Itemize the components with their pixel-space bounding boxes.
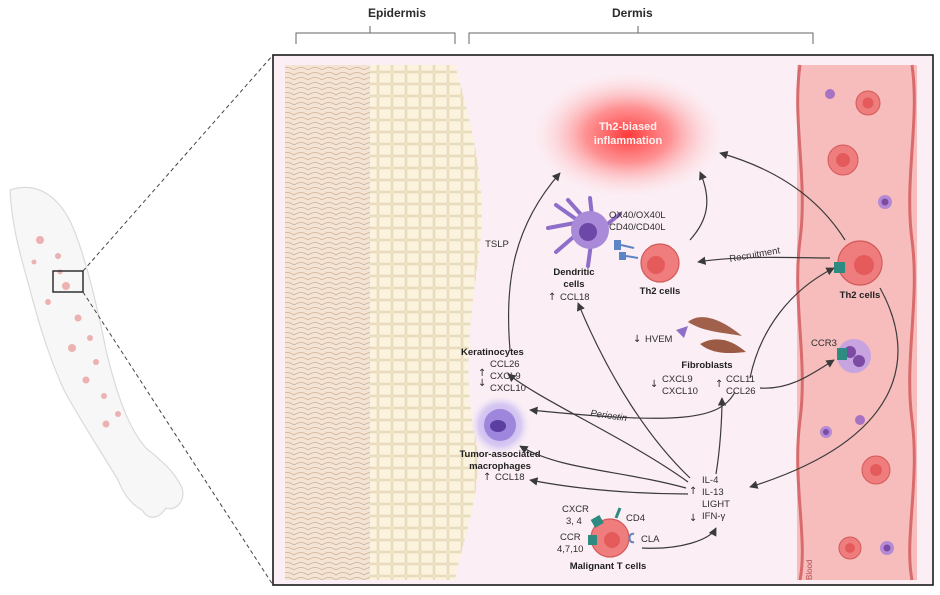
fib-cxcl10-label: CXCL10 [662,386,698,397]
ker-ccl26-label: CCL26 [490,359,520,370]
il-up-icon: ↑ [689,486,697,497]
inflammation-label-line1: Th2-biased [599,121,657,133]
ker-cxcl-down-icon: ↓ [478,378,486,389]
dermis-header: Dermis [612,6,653,20]
fibroblasts-label: Fibroblasts [681,360,732,371]
dendritic-cell [546,196,622,268]
arrow-th2-to-inflammation [689,171,708,241]
arm-illustration [9,186,184,518]
cd4-label: CD4 [626,513,645,524]
zoom-line-top [82,54,274,272]
cxcr-label: CXCR [562,504,589,515]
ox40-receptor-icon [614,240,639,260]
malignant-label: Malignant T cells [570,561,647,572]
cd40-label: CD40/CD40L [609,222,666,233]
fibroblast-cells [676,317,746,354]
dendritic-label-1: Dendritic [553,267,594,278]
arrow-tslp-to-inflammation [507,172,561,351]
ker-ccl26-up-icon: ↑ [478,368,486,379]
arrow-cytokines-to-dc [577,302,691,479]
fib-ccl11-label: CCL11 [726,374,755,385]
dermis-bracket [468,26,814,44]
cxcr-receptor-icon [590,515,604,528]
fib-cxcl-down-icon: ↓ [650,379,658,390]
fib-ccl-up-icon: ↑ [715,379,723,390]
ox40-label: OX40/OX40L [609,210,666,221]
cd4-receptor-icon [614,507,622,519]
ccl18-dc-up-icon: ↑ [548,292,556,303]
ker-cxcl9-label: CXCL9 [490,371,521,382]
th2-receptor-icon [834,262,845,273]
arrow-cytokines-to-fibroblasts [715,397,727,475]
blood-vessel [797,65,917,580]
inflammation-label-line2: inflammation [594,135,663,147]
ccl18-dc-label: CCL18 [560,292,590,303]
arrow-blood-to-inflammation [719,151,846,241]
th2-cell-blood [834,240,883,286]
ker-cxcl10-label: CXCL10 [490,383,526,394]
th2-cell-local [640,243,680,283]
arrow-cytokines-to-keratinocytes [507,373,689,483]
th2-local-label: Th2 cells [640,286,681,297]
ccr-receptor-icon [588,535,597,545]
cxcr-nums-label: 3, 4 [566,516,582,527]
epidermis-cell-layer [370,65,482,580]
epidermis-bracket [295,26,456,44]
zoom-line-bottom [82,291,274,586]
arrow-ccl-to-eosinophil [759,359,835,389]
tslp-label: TSLP [485,239,509,250]
arrow-recruitment [697,256,831,265]
ccr-label: CCR [560,532,581,543]
eosinophil-cell [837,339,871,373]
th2-inflammation-zone: Th2-biased inflammation [533,73,723,197]
ccr-nums-label: 4,7,10 [557,544,583,555]
epidermis-header: Epidermis [368,6,426,20]
cla-receptor-icon [628,532,635,544]
arrow-periostin [529,391,736,419]
keratinocytes-label: Keratinocytes [461,347,524,358]
tam-label-2: macrophages [469,461,531,472]
tam-label-1: Tumor-associated [459,449,540,460]
ccr3-receptor-icon [837,348,847,360]
ccl18-tam-label: CCL18 [495,472,525,483]
fib-cxcl9-label: CXCL9 [662,374,693,385]
arrow-cytokines-to-ccl18 [529,477,689,495]
hvem-down-icon: ↓ [633,334,641,345]
tissue-panel: Blood [272,54,934,586]
light-label: LIGHT [702,499,730,510]
arrow-cytokines-to-tam [519,445,687,489]
fib-ccl26-label: CCL26 [726,386,756,397]
ifng-label: IFN-γ [702,511,725,522]
il13-label: IL-13 [702,487,724,498]
arrow-blood-to-cytokines [749,287,899,489]
arrow-ccl-to-th2 [749,267,835,379]
zoom-region-box [52,270,84,293]
ifng-down-icon: ↓ [689,513,697,524]
il4-label: IL-4 [702,475,718,486]
blood-label: Blood [805,560,814,580]
macrophage-cell [470,395,530,455]
malignant-t-cell [588,507,635,558]
dendritic-label-2: cells [563,279,584,290]
hvem-label: HVEM [645,334,673,345]
th2-blood-label: Th2 cells [840,290,881,301]
ccr3-label: CCR3 [811,338,837,349]
blood-vessel-cells [820,89,894,560]
signaling-arrows [507,151,899,549]
ccl18-tam-up-icon: ↑ [483,472,491,483]
stratum-corneum [285,65,370,580]
arrow-malignant-to-cytokines [641,527,717,549]
cla-label: CLA [641,534,660,545]
